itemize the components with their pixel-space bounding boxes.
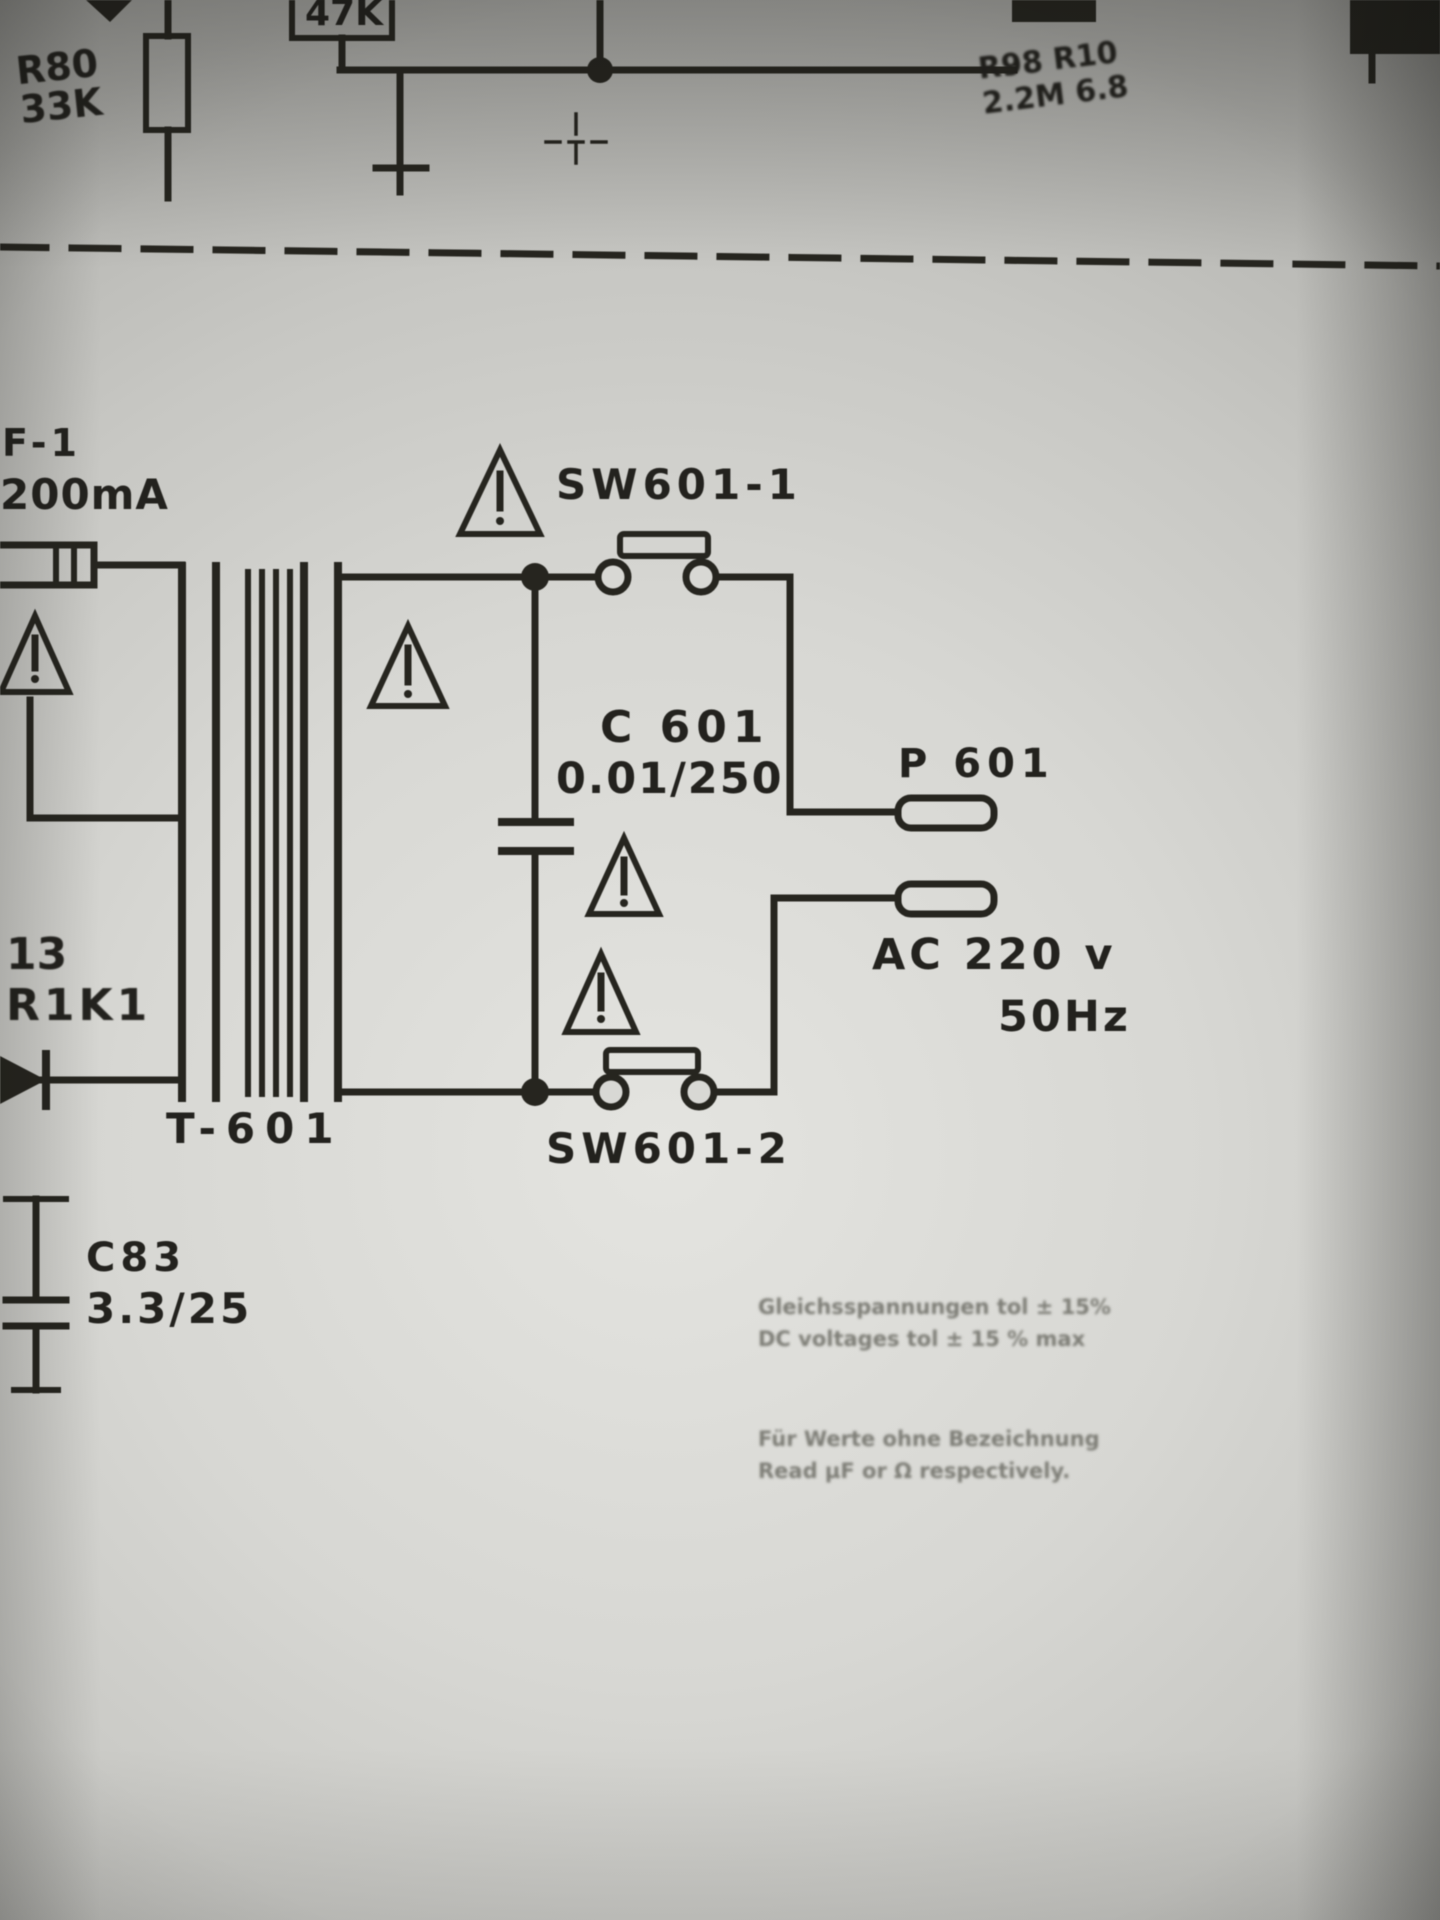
cutoff-component-topcenter bbox=[1012, 0, 1096, 22]
cutoff-component-topright bbox=[1350, 0, 1440, 54]
r80-label: R80 33K bbox=[14, 41, 105, 132]
switch-sw601-1-symbol bbox=[594, 531, 720, 596]
mains-voltage-label: AC 220 v bbox=[872, 930, 1117, 980]
fuse-ref: F-1 bbox=[2, 421, 82, 465]
plug-p601-symbol bbox=[894, 794, 998, 918]
resistor-r80-symbol bbox=[143, 0, 191, 202]
units-note-en: Read µF or Ω respectively. bbox=[758, 1458, 1071, 1483]
tolerance-note-en: DC voltages tol ± 15 % max bbox=[758, 1326, 1086, 1351]
left-cutoff-parts: 13 R1K1 bbox=[6, 929, 152, 1031]
c83-value: 3.3/25 bbox=[86, 1284, 253, 1333]
top-terminal-branch bbox=[372, 66, 430, 196]
warning-triangle-icon bbox=[0, 608, 74, 695]
mains-wires bbox=[710, 573, 902, 1096]
c83-ref: C83 bbox=[86, 1235, 187, 1281]
resistor-47k-symbol bbox=[289, 0, 395, 74]
r80-value: 33K bbox=[17, 79, 105, 132]
r47k-value: 47K bbox=[305, 0, 383, 34]
dashed-separator-line bbox=[0, 243, 1440, 270]
left-primary-wires bbox=[26, 696, 186, 822]
warning-triangle-icon bbox=[455, 443, 545, 537]
switch2-label: SW601-2 bbox=[546, 1124, 792, 1173]
warning-triangle-icon bbox=[561, 946, 641, 1035]
switch-sw601-2-symbol bbox=[592, 1047, 718, 1111]
warning-triangle-icon bbox=[366, 618, 450, 709]
transformer-label: T-601 bbox=[166, 1104, 344, 1153]
switch1-label: SW601-1 bbox=[556, 460, 802, 509]
mains-frequency-label: 50Hz bbox=[998, 992, 1131, 1042]
units-note: Für Werte ohne Bezeichnung Read µF or Ω … bbox=[758, 1424, 1100, 1487]
alignment-cross-icon bbox=[544, 112, 608, 172]
p601-label: P 601 bbox=[898, 741, 1055, 787]
fuse-f1-symbol bbox=[0, 541, 186, 589]
junction-dot bbox=[587, 57, 613, 83]
units-note-de: Für Werte ohne Bezeichnung bbox=[758, 1427, 1100, 1451]
left-part-line2: R1K1 bbox=[6, 979, 152, 1031]
transformer-t601-symbol bbox=[178, 562, 342, 1102]
capacitor-c601-symbol bbox=[498, 573, 574, 1096]
diode-symbol bbox=[0, 1050, 186, 1110]
top-circuit-section bbox=[86, 0, 1440, 202]
c601-value: 0.01/250 bbox=[556, 754, 784, 804]
c601-ref: C 601 bbox=[600, 702, 770, 753]
tolerance-note-de: Gleichsspannungen tol ± 15% bbox=[758, 1295, 1111, 1319]
cutoff-component-topleft bbox=[86, 0, 132, 22]
warning-triangle-icon bbox=[584, 830, 664, 917]
fuse-value: 200mA bbox=[0, 470, 169, 519]
tolerance-note: Gleichsspannungen tol ± 15% DC voltages … bbox=[758, 1292, 1111, 1355]
capacitor-c83-symbol bbox=[2, 1195, 70, 1394]
left-part-line1: 13 bbox=[6, 929, 68, 980]
